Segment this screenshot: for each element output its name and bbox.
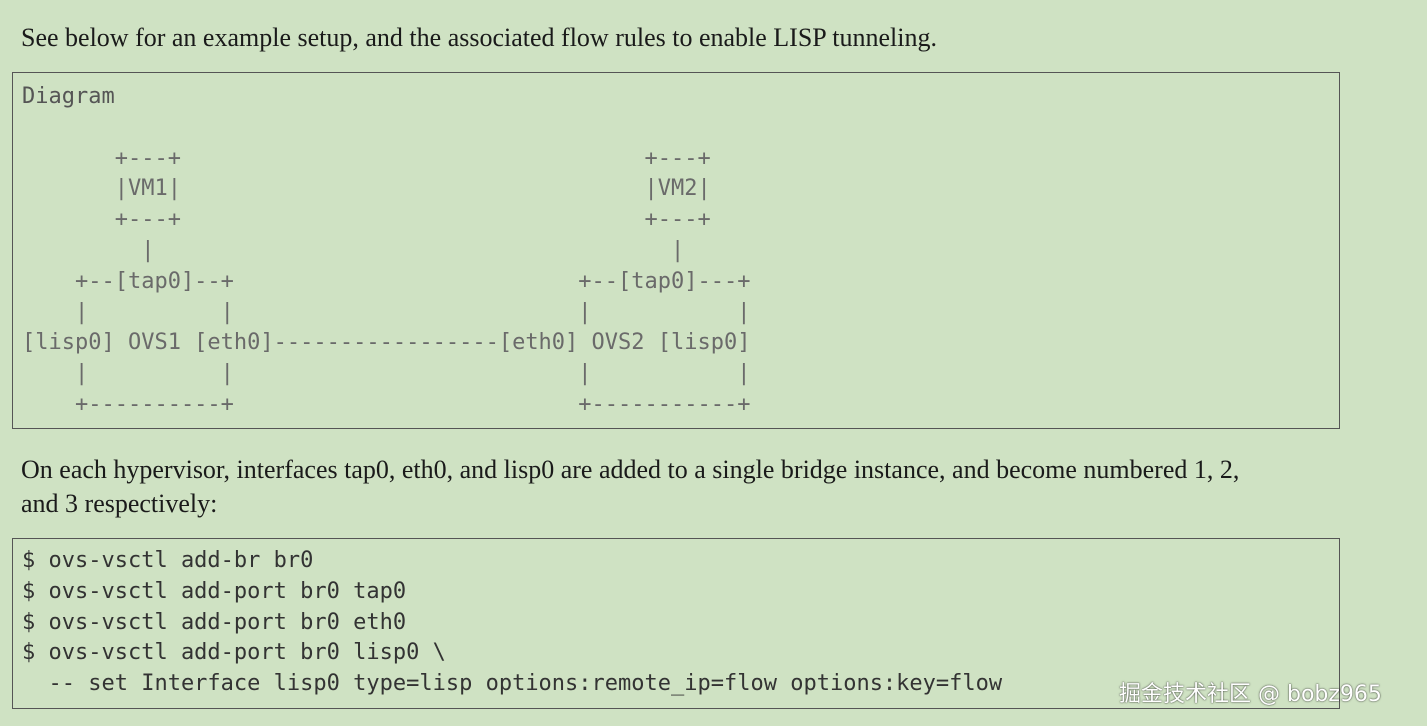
intro-paragraph: See below for an example setup, and the … xyxy=(21,23,938,52)
code-lines: $ ovs-vsctl add-br br0 $ ovs-vsctl add-po… xyxy=(22,546,1002,700)
diagram-line xyxy=(22,82,750,113)
diagram-line: | | | | xyxy=(22,299,751,325)
diagram-line: +----------+ +-----------+ xyxy=(22,391,751,417)
bridge-description-paragraph: On each hypervisor, interfaces tap0, eth… xyxy=(21,453,1239,521)
code-line: $ ovs-vsctl add-port br0 lisp0 \ xyxy=(22,640,446,666)
code-line: -- set Interface lisp0 type=lisp options… xyxy=(22,671,1003,697)
diagram-block: Diagram +---+ +---+ |VM1| |VM2| +---+ +-… xyxy=(12,72,1340,429)
diagram-ascii-art: +---+ +---+ |VM1| |VM2| +---+ +---+ | | xyxy=(22,82,750,421)
code-line: $ ovs-vsctl add-port br0 eth0 xyxy=(22,609,407,635)
diagram-line: [lisp0] OVS1 [eth0]-----------------[eth… xyxy=(22,330,751,356)
diagram-line: | | xyxy=(22,237,685,263)
code-line: $ ovs-vsctl add-port br0 tap0 xyxy=(22,578,407,604)
diagram-line: |VM1| |VM2| xyxy=(22,176,711,202)
paragraph-line-1: On each hypervisor, interfaces tap0, eth… xyxy=(21,455,1240,484)
watermark: 掘金技术社区 @ bobz965 xyxy=(1119,682,1382,707)
code-block: $ ovs-vsctl add-br br0 $ ovs-vsctl add-po… xyxy=(12,538,1340,709)
code-line: $ ovs-vsctl add-br br0 xyxy=(22,548,314,573)
diagram-line: +---+ +---+ xyxy=(22,207,711,233)
paragraph-line-2: and 3 respectively: xyxy=(21,489,218,518)
diagram-line: +---+ +---+ xyxy=(22,145,711,171)
diagram-line: | | | | xyxy=(22,361,751,387)
diagram-line xyxy=(22,113,750,144)
diagram-title: Diagram xyxy=(22,84,115,109)
diagram-line: +--[tap0]--+ +--[tap0]---+ xyxy=(22,268,751,294)
